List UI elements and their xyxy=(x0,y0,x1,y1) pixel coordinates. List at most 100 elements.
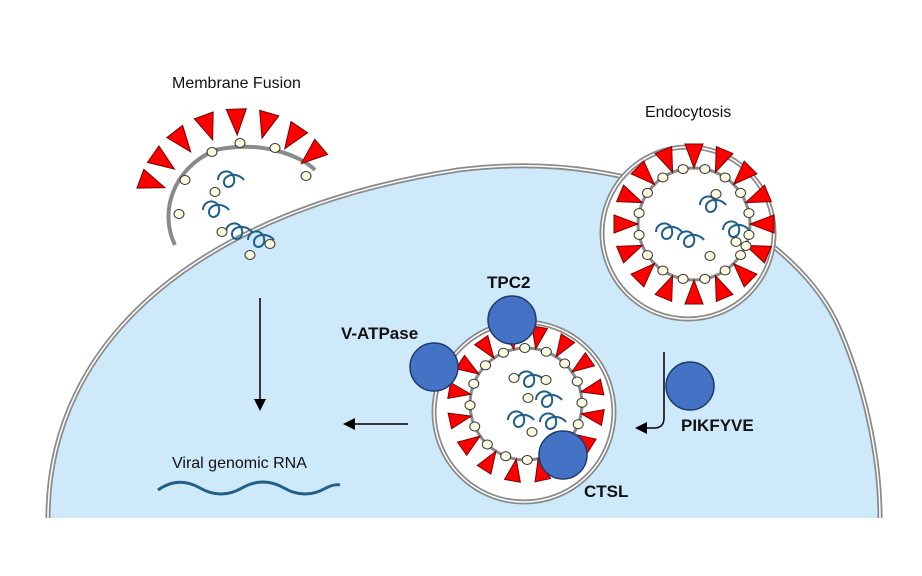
endocytosis-virus-particle xyxy=(719,265,731,276)
fusion-virus-spike xyxy=(146,145,176,170)
endocytosis-virus-particle xyxy=(699,273,711,284)
endocytosis-virus-rna-particle xyxy=(704,251,716,261)
endosome-virus-spike xyxy=(579,378,605,396)
fusion-virus-rna-particle xyxy=(264,239,276,249)
endosome-virus-spike xyxy=(447,381,473,399)
fusion-virus-rna-particle xyxy=(244,250,256,260)
endosome-virus-spike xyxy=(579,409,605,427)
endocytosis-virus-spike xyxy=(615,244,644,264)
endosome-virus-particle xyxy=(469,421,481,432)
endocytosis-virus-particle xyxy=(743,208,755,219)
endocytosis-virus-spike xyxy=(714,145,734,174)
endosome-virus-particle xyxy=(464,400,476,411)
endocytosis-virus-spike xyxy=(684,278,704,305)
endosome-virus-particle xyxy=(559,358,571,369)
endocytosis-virus-rna xyxy=(699,195,727,213)
proteins xyxy=(409,295,715,480)
endosome-virus-rna-particle xyxy=(508,373,520,383)
endocytosis-virus-rna xyxy=(722,220,750,238)
endocytosis-virus-spike xyxy=(630,160,656,186)
ctsl-protein xyxy=(538,430,588,480)
fusion-virus-spike xyxy=(259,109,280,140)
endosome-virus-spike xyxy=(456,435,482,457)
endocytosis-virus-rna-particle xyxy=(740,241,752,251)
endocytosis-virus-particle xyxy=(699,164,711,175)
fusion-virus-spike xyxy=(165,124,192,154)
fusion-virus-rna xyxy=(247,230,275,248)
viral-rna-strand xyxy=(157,480,341,496)
endosome-virus-spike xyxy=(473,334,495,360)
endocytosis-virus-spike xyxy=(744,184,773,204)
v-atpase-protein xyxy=(409,342,459,392)
v-atpase-label: V-ATPase xyxy=(341,324,419,343)
fusion-virus-spike xyxy=(300,138,329,165)
endosome-virus-spike xyxy=(455,354,481,375)
fusion-virus-particle xyxy=(234,138,246,148)
endosome-virus-rna xyxy=(517,370,545,388)
fusion-virus-spike xyxy=(136,168,167,189)
endocytosis-virus-particle xyxy=(641,187,653,198)
fusion-virus-rna xyxy=(217,170,245,188)
arrows xyxy=(254,298,665,434)
endocytosis-virus-rna-particle xyxy=(710,189,722,199)
tpc2-protein xyxy=(487,295,537,345)
endocytosis-virus-particle xyxy=(735,187,747,198)
endosome-virus-particle xyxy=(519,343,531,354)
fusion-virus-rna-particle xyxy=(216,227,228,237)
fusion-virus-particle xyxy=(300,171,312,181)
fusion-virus-particle xyxy=(269,143,281,153)
fusion-virus-rna xyxy=(202,200,230,218)
pikfyve-label: PIKFYVE xyxy=(681,416,754,435)
endocytosis-virus-spike xyxy=(714,274,734,303)
cell-membrane-inner xyxy=(47,165,881,519)
viral-genomic-rna-label: Viral genomic RNA xyxy=(172,455,307,472)
endosome-virus-particle xyxy=(521,454,533,465)
fusion-virus-rna xyxy=(225,222,253,240)
tpc2-label: TPC2 xyxy=(487,273,531,292)
endosome-virus-rna xyxy=(507,410,535,428)
endocytosis-virus-particle xyxy=(657,265,669,276)
endosome-virus-particle xyxy=(572,419,584,430)
endocytosis-virus-particle xyxy=(719,172,731,183)
endocytosis-virus-spike xyxy=(744,244,773,264)
endocytosis-virus-particle xyxy=(735,250,747,261)
endosome-virus-rna-particle xyxy=(540,375,552,385)
endosome-virus-particle xyxy=(480,360,492,371)
endocytosis-virus-spike xyxy=(613,214,640,234)
endosome-virus-particle xyxy=(571,376,583,387)
endosome-virus-spike xyxy=(555,333,576,359)
pikfyve-to-endosome-arrow xyxy=(635,352,665,434)
endosome-virus-rna xyxy=(535,390,563,408)
endosome-virus-rna-particle xyxy=(526,427,538,437)
fusion-virus-rna-particle xyxy=(209,187,221,197)
endosome-virus-spike xyxy=(476,449,497,475)
endocytosis-virus-rna xyxy=(677,230,705,248)
endocytosis-virus-particle xyxy=(657,172,669,183)
endocytosis-virus-particle xyxy=(633,229,645,240)
fusion-virus-spike xyxy=(225,108,248,137)
fusion-virus-spike xyxy=(283,120,309,150)
endosome-virus-particle xyxy=(540,346,552,357)
endosome-virus-spike xyxy=(503,457,521,483)
endocytosis-virus-rna-particle xyxy=(730,237,742,247)
endocytosis-virus-rna xyxy=(655,222,683,240)
endocytosis-virus-spike xyxy=(615,184,644,204)
endosome-virus-particle xyxy=(497,347,509,358)
endosome-virus-particle xyxy=(481,439,493,450)
fusion-virus-particle xyxy=(179,175,191,185)
endocytosis-virus-spike xyxy=(630,262,656,288)
fusion-virus-particle xyxy=(206,147,218,157)
endocytosis-virus-particle xyxy=(633,208,645,219)
endosome-virus-particle xyxy=(576,397,588,408)
endocytosis-virus-particle xyxy=(743,229,755,240)
endosome-virus-spike xyxy=(531,325,549,351)
endocytosis-virus-spike xyxy=(684,143,704,170)
endocytosis-virus-spike xyxy=(732,262,758,288)
endocytosis-label: Endocytosis xyxy=(645,104,732,121)
ctsl-label: CTSL xyxy=(584,482,629,501)
endosome-virus-rna xyxy=(539,412,567,430)
fusion-virus-particle xyxy=(173,209,185,219)
endosome-virus-rna-particle xyxy=(522,393,534,403)
endocytosis-virus-spike xyxy=(732,160,758,186)
endocytosis-virus-particle xyxy=(677,164,689,175)
